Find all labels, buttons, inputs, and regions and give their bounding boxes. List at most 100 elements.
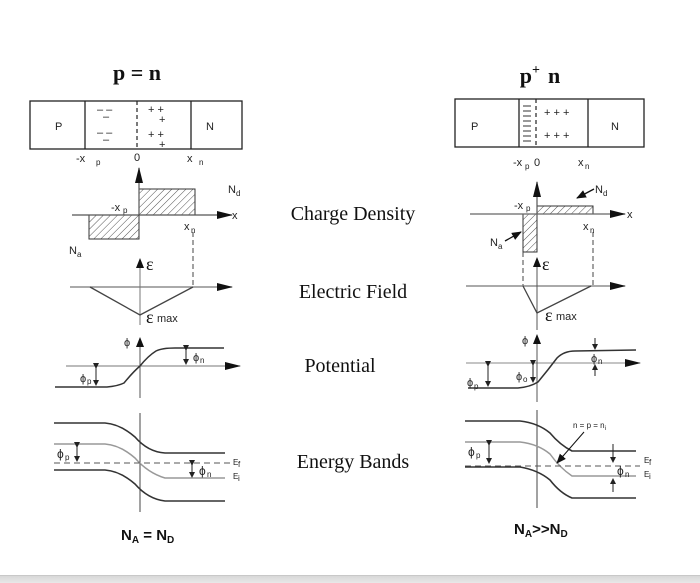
valence-band (54, 469, 225, 502)
left-energy-bands-plot: ϕ p ϕ n E f E i (54, 413, 241, 512)
left-charge-density-plot: x -x p x n N d N a (69, 167, 240, 287)
nd-sub: D (560, 529, 567, 540)
phi-p-sub: p (474, 382, 479, 391)
nd-sub: D (167, 535, 174, 546)
na-label: N (69, 245, 77, 257)
right-footer: NA>>ND (514, 521, 568, 540)
emax-label: ε (146, 307, 154, 327)
pos-charge: + + (148, 104, 164, 116)
emax-sub: max (556, 311, 577, 323)
junction-outline (454, 98, 645, 148)
tick-neg-xp-sub: p (96, 158, 101, 167)
tick-neg-xp: -x (76, 153, 86, 165)
na-pointer (504, 231, 522, 242)
field-axis-label: ε (542, 254, 550, 274)
row-label-charge-density: Charge Density (291, 203, 416, 225)
acceptor-charge-block (88, 214, 140, 240)
na-sub: A (132, 535, 139, 546)
phi-p-label: ϕ (467, 377, 473, 389)
nd-label: N (595, 184, 603, 196)
phi-p-label: ϕ (468, 445, 475, 459)
ni-annotation-sub: i (605, 426, 606, 432)
na: N (514, 521, 525, 538)
left-potential-plot: ϕ ϕ p ϕ n (55, 337, 241, 398)
donor-charge-block (536, 205, 594, 215)
phi-n-label: ϕ (617, 464, 624, 478)
right-panel: p+n P N + + + + + + -x p 0 (454, 63, 652, 540)
phi-p-sub: p (65, 453, 70, 462)
left-panel: p = n P N – – – – – – + + + + + + -x p 0… (29, 60, 243, 546)
left-footer: NA = ND (121, 527, 174, 546)
phi-axis-label: ϕ (124, 337, 130, 349)
neg-charge: – (103, 134, 110, 146)
phi-p-label: ϕ (80, 373, 86, 385)
xn-label: x (583, 221, 589, 233)
intrinsic-level (465, 441, 636, 477)
nd-label: N (228, 184, 236, 196)
junction-outline (29, 100, 243, 150)
neg-xp-label: -x (111, 202, 121, 214)
phi-p-sub: p (87, 377, 92, 386)
pos-charge: + (159, 139, 165, 151)
row-label-potential: Potential (304, 355, 376, 377)
phi-n-sub: n (625, 470, 629, 479)
ei-sub: i (649, 472, 651, 481)
right-energy-bands-plot: n = p = ni ϕ p ϕ n E f E i (465, 410, 652, 508)
nd: N (550, 521, 561, 538)
phi-n-sub: n (200, 356, 204, 365)
ef-label: E (644, 456, 649, 465)
phi-o-sub: o (523, 375, 528, 384)
eq: = (139, 527, 156, 544)
field-axis-label: ε (146, 254, 154, 274)
tick-neg-xp-sub: p (525, 162, 530, 171)
n-region-label: N (611, 121, 619, 133)
neg-charge: – – (97, 104, 113, 116)
left-electric-field-plot: ε ε max (70, 254, 233, 327)
conduction-band (54, 422, 225, 454)
field-profile (89, 286, 194, 316)
pos-charge: + + (148, 129, 164, 141)
ni-pointer (556, 431, 585, 464)
tick-xn-sub: n (199, 158, 203, 167)
potential-curve (468, 349, 637, 389)
nd: N (156, 527, 167, 544)
tick-zero: 0 (534, 157, 540, 169)
emax-label: ε (545, 305, 553, 325)
tick-neg-xp: -x (513, 157, 523, 169)
field-profile (522, 285, 592, 314)
conduction-band (465, 420, 636, 452)
left-junction-block: P N – – – – – – + + + + + + -x p 0 x n (29, 100, 243, 167)
ei-label: E (233, 472, 238, 481)
row-label-electric-field: Electric Field (299, 281, 407, 303)
tick-zero: 0 (134, 152, 140, 164)
acceptor-charge-block (522, 213, 538, 253)
right-potential-plot: ϕ ϕ p ϕ o ϕ n (466, 334, 641, 402)
ef-label: E (233, 458, 238, 467)
neg-xp-sub: p (526, 204, 531, 213)
phi-axis-label: ϕ (522, 335, 528, 347)
pos-charge: + + + (544, 130, 569, 142)
rel: >> (532, 521, 550, 538)
x-axis-label: x (232, 210, 238, 222)
na-sub: a (77, 250, 82, 259)
right-junction-block: P N + + + + + + -x p 0 x n (454, 98, 645, 171)
title-p: p (520, 63, 532, 88)
valence-band (465, 466, 636, 499)
x-axis-label: x (627, 209, 633, 221)
ef-sub: f (238, 460, 241, 469)
xn-sub: n (590, 226, 594, 235)
na-label: N (490, 237, 498, 249)
pos-charge: + + + (544, 107, 569, 119)
xn-sub: n (191, 226, 195, 235)
neg-xp-label: -x (514, 200, 524, 212)
phi-n-label: ϕ (591, 353, 597, 365)
ef-sub: f (649, 458, 652, 467)
phi-p-sub: p (476, 451, 481, 460)
phi-n-sub: n (598, 357, 602, 366)
neg-charge: – – (97, 127, 113, 139)
neg-charge: – (103, 111, 110, 123)
title-sup: + (532, 63, 540, 78)
phi-p-label: ϕ (57, 447, 64, 461)
phi-o-label: ϕ (516, 371, 522, 383)
donor-charge-block (138, 188, 196, 216)
